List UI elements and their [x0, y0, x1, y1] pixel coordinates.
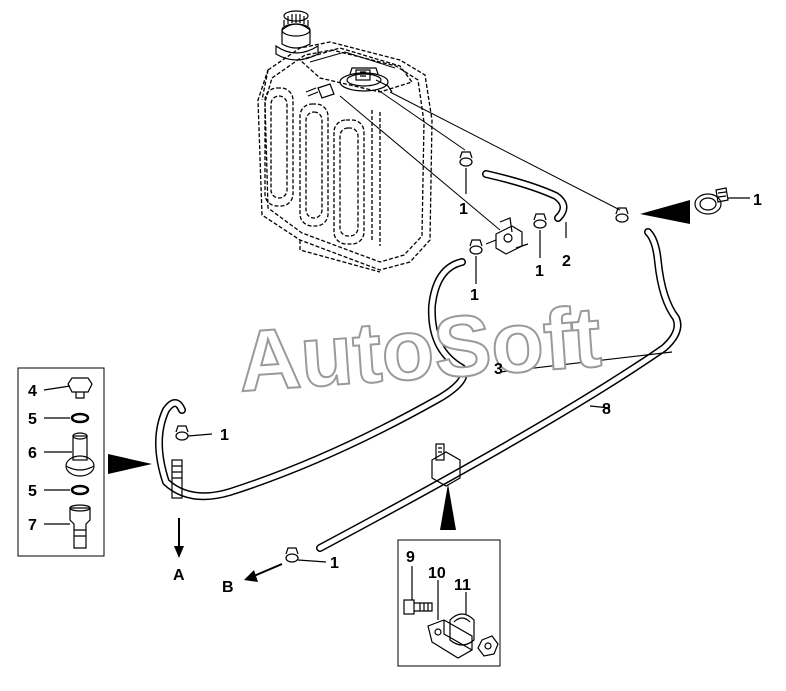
arrow-a	[174, 518, 184, 558]
pipe-clip	[449, 613, 499, 657]
adapter	[69, 504, 91, 549]
callout-4: 4	[28, 383, 37, 400]
hose-clamp-detail	[694, 187, 729, 215]
hose-end-fitting	[171, 459, 183, 499]
clamp-5	[175, 425, 189, 441]
banjo-bolt	[67, 377, 93, 399]
pointer-clamp-detail	[640, 200, 690, 224]
pipe-bracket-clip	[431, 443, 461, 487]
callout-1-fitting: 1	[220, 427, 229, 444]
callout-8: 8	[602, 401, 611, 418]
arrow-b	[244, 563, 283, 582]
tank-ribs	[261, 69, 381, 273]
banjo-fitting	[65, 432, 95, 477]
callout-11: 11	[454, 577, 471, 594]
callout-9: 9	[406, 549, 415, 566]
tee-connector	[485, 217, 529, 255]
pointer-bracket	[440, 484, 456, 530]
callout-1-right: 1	[753, 192, 762, 209]
clamp-6	[285, 547, 299, 563]
direction-a-label: A	[173, 567, 185, 584]
clamp-2	[533, 213, 547, 229]
callout-5-lower: 5	[28, 483, 37, 500]
detail-box-fitting	[17, 367, 105, 557]
direction-b-label: B	[222, 579, 234, 596]
detail-box-bracket	[397, 539, 501, 667]
hose-2	[482, 170, 568, 222]
pointer-fitting	[108, 454, 152, 474]
fuel-tank	[257, 10, 433, 273]
return-pipe-8	[316, 228, 682, 552]
clamp-4	[615, 207, 629, 223]
callout-10: 10	[428, 565, 446, 582]
callout-3: 3	[494, 361, 503, 378]
callout-1-mid: 1	[535, 263, 544, 280]
sender-unit	[305, 67, 393, 99]
hose-3	[155, 258, 468, 501]
callout-7: 7	[28, 517, 37, 534]
filler-cap	[275, 10, 319, 61]
clamp-1	[459, 151, 473, 167]
watermark: AutoSoft	[235, 289, 604, 410]
bracket-bolt	[403, 599, 433, 615]
callout-2: 2	[562, 253, 571, 270]
callout-1-bottom: 1	[330, 555, 339, 572]
washer-upper	[70, 412, 90, 424]
clamp-3	[469, 239, 483, 255]
callout-1-top: 1	[459, 201, 468, 218]
callout-1-left: 1	[470, 287, 479, 304]
washer-lower	[70, 484, 90, 496]
callout-5-upper: 5	[28, 411, 37, 428]
callout-6: 6	[28, 445, 37, 462]
